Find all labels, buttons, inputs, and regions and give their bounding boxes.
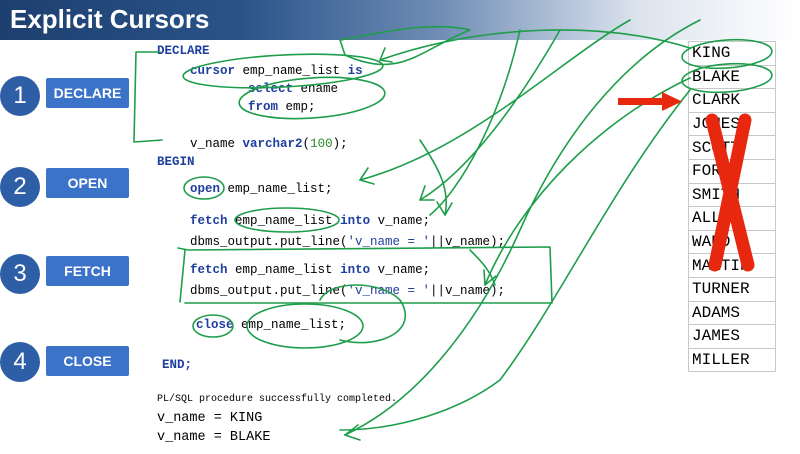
- put-line-rest: ||v_name);: [430, 235, 506, 249]
- arrow-into-v-name-2: [469, 249, 496, 286]
- variable-size: 100: [310, 137, 333, 151]
- arrow-to-output: [344, 19, 701, 436]
- fetch-keyword: fetch: [190, 214, 228, 228]
- from-keyword: from: [248, 100, 279, 114]
- put-line-string: 'v_name = ': [347, 284, 431, 298]
- code-line-cursor: cursor emp_name_list is: [190, 64, 363, 78]
- fetch-bracket-left: [179, 249, 186, 303]
- output-line-1: v_name = KING: [157, 411, 263, 426]
- fetch-target: v_name;: [377, 263, 431, 277]
- step-3-number: 3: [0, 254, 40, 294]
- code-line-declare: DECLARE: [157, 44, 210, 58]
- fetch-cursor: emp_name_list: [235, 214, 333, 228]
- name-cell: CLARK: [688, 88, 776, 113]
- cursor-keyword: cursor: [190, 64, 236, 78]
- code-line-put-2: dbms_output.put_line('v_name = '||v_name…: [190, 284, 505, 298]
- arrow-to-open: [359, 19, 631, 181]
- arrow-blake-output: [339, 89, 691, 431]
- variable-name: v_name: [190, 137, 236, 151]
- arrow-into-v-name: [419, 139, 448, 216]
- name-cell: JONES: [688, 111, 776, 137]
- output-loop: [319, 284, 407, 344]
- name-row: JONES: [688, 111, 776, 137]
- step-1-number: 1: [0, 76, 40, 116]
- close-arg-circle: [246, 303, 364, 349]
- put-line-call: dbms_output.put_line(: [190, 284, 348, 298]
- step-open-button[interactable]: OPEN: [46, 168, 129, 198]
- code-line-fetch-1: fetch emp_name_list into v_name;: [190, 214, 430, 228]
- code-line-put-1: dbms_output.put_line('v_name = '||v_name…: [190, 235, 505, 249]
- declare-keyword: DECLARE: [157, 44, 210, 58]
- code-line-close: close emp_name_list;: [196, 318, 346, 332]
- fetch-target: v_name;: [377, 214, 431, 228]
- put-line-call: dbms_output.put_line(: [190, 235, 348, 249]
- title-bar: Explicit Cursors: [0, 0, 800, 40]
- name-cell: TURNER: [688, 276, 776, 302]
- name-row: TURNER: [688, 276, 776, 302]
- end-keyword: END;: [162, 358, 193, 372]
- name-row: WARD: [688, 229, 776, 255]
- step-fetch-button[interactable]: FETCH: [46, 256, 129, 286]
- output-message: PL/SQL procedure successfully completed.: [157, 394, 398, 405]
- from-table: emp;: [285, 100, 316, 114]
- is-keyword: is: [347, 64, 363, 78]
- name-row: MILLER: [688, 347, 776, 373]
- begin-keyword: BEGIN: [157, 155, 195, 169]
- fetch-bracket-top: [177, 246, 553, 304]
- name-row: ADAMS: [688, 300, 776, 326]
- step-4-number: 4: [0, 342, 40, 382]
- name-cell: WARD: [688, 229, 776, 255]
- name-cell: MILLER: [688, 347, 776, 373]
- red-cross: [705, 113, 755, 272]
- put-line-string: 'v_name = ': [347, 235, 431, 249]
- open-circle: [183, 176, 225, 200]
- code-line-fetch-2: fetch emp_name_list into v_name;: [190, 263, 430, 277]
- step-2-number: 2: [0, 167, 40, 207]
- code-line-variable: v_name varchar2(100);: [190, 137, 348, 151]
- name-cell: JAMES: [688, 324, 776, 349]
- close-keyword: close: [196, 318, 234, 332]
- into-keyword: into: [340, 263, 371, 277]
- cursor-name: emp_name_list: [242, 64, 341, 78]
- code-line-from: from emp;: [248, 100, 316, 114]
- arrow-blake-to-fetch: [484, 77, 691, 286]
- select-circle: [238, 76, 386, 120]
- close-circle: [192, 314, 234, 338]
- king-circle: [681, 38, 773, 70]
- code-line-end: END;: [162, 358, 192, 372]
- variable-type: varchar2: [242, 137, 303, 151]
- code-line-open: open emp_name_list;: [190, 182, 333, 196]
- output-line-2: v_name = BLAKE: [157, 430, 271, 445]
- fetch-cursor: emp_name_list: [235, 263, 333, 277]
- open-keyword: open: [190, 182, 221, 196]
- arrow-to-fetch2: [429, 29, 521, 216]
- declare-bracket: [133, 51, 163, 143]
- into-keyword: into: [340, 214, 371, 228]
- arrow-king-to-cursor: [379, 29, 691, 61]
- name-row: JAMES: [688, 324, 776, 349]
- name-row: CLARK: [688, 88, 776, 113]
- red-arrow: [618, 92, 682, 111]
- fetch-circle: [234, 207, 340, 233]
- arrow-cursor-loop: [339, 25, 471, 66]
- close-argument: emp_name_list;: [241, 318, 347, 332]
- cursor-circle: [182, 53, 384, 89]
- code-line-begin: BEGIN: [157, 155, 195, 169]
- select-keyword: select: [248, 82, 294, 96]
- fetch-keyword: fetch: [190, 263, 228, 277]
- open-argument: emp_name_list;: [227, 182, 333, 196]
- step-declare-button[interactable]: DECLARE: [46, 78, 129, 108]
- arrow-to-fetch: [419, 29, 561, 201]
- name-cell: ADAMS: [688, 300, 776, 326]
- slide-title: Explicit Cursors: [10, 4, 210, 34]
- step-close-button[interactable]: CLOSE: [46, 346, 129, 376]
